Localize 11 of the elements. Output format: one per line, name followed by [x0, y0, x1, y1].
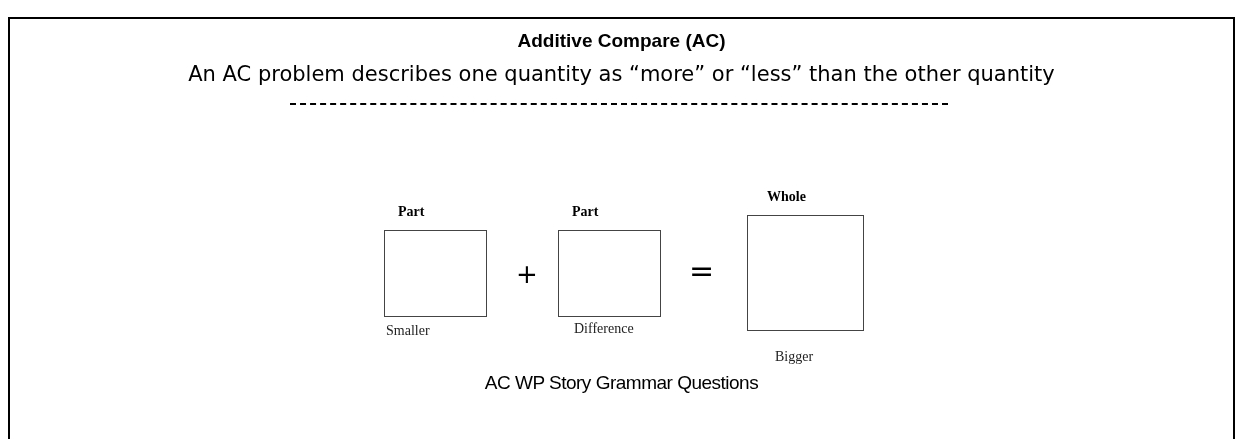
- box-heading: Whole: [767, 189, 806, 205]
- box-heading: Part: [572, 204, 599, 220]
- equals-sign: =: [689, 253, 715, 288]
- title: Additive Compare (AC): [516, 30, 727, 52]
- box-caption: Smaller: [386, 323, 430, 339]
- plus-sign: +: [516, 259, 538, 289]
- box-caption: Difference: [574, 321, 634, 337]
- box-caption: Bigger: [775, 349, 814, 365]
- caption: AC WP Story Grammar Questions: [483, 372, 760, 394]
- description-text: An AC problem describes one quantity as “more” or “less” than the other quantity: [187, 62, 1056, 86]
- box-heading: Part: [398, 204, 425, 220]
